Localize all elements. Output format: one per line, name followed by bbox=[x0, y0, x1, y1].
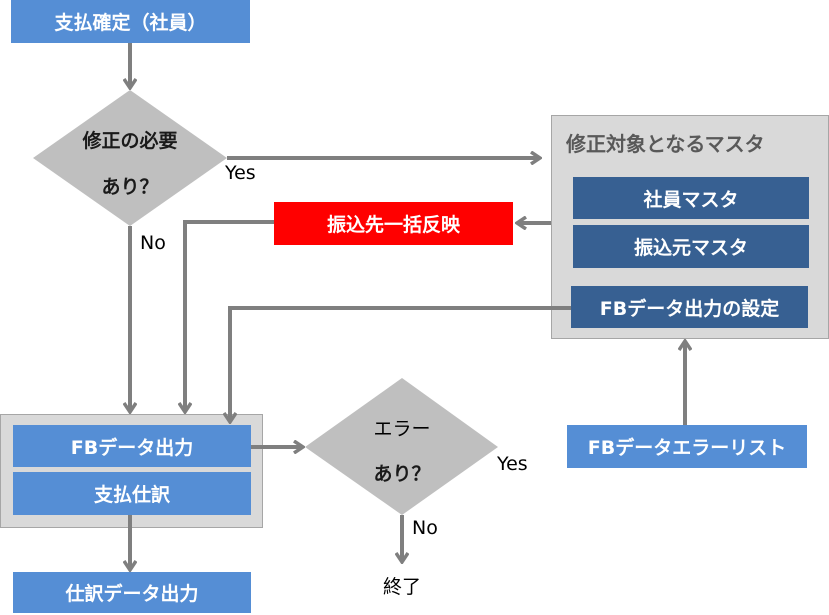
employee-master-box[interactable]: 社員マスタ bbox=[573, 177, 809, 219]
end-label: 終了 bbox=[383, 576, 422, 598]
decision2-line1: エラー bbox=[373, 418, 431, 440]
decision1-line1: 修正の必要 bbox=[82, 130, 178, 152]
decision1-yes-label: Yes bbox=[225, 162, 256, 184]
decision-diamond-1 bbox=[33, 90, 227, 226]
decision-diamond-2 bbox=[305, 378, 498, 515]
journal-data-output-box[interactable]: 仕訳データ出力 bbox=[13, 572, 251, 613]
decision1-line2: あり？ bbox=[101, 176, 159, 198]
arrow-fbsetting-to-output bbox=[230, 306, 571, 422]
fb-output-setting-box[interactable]: FBデータ出力の設定 bbox=[571, 286, 808, 328]
source-account-master-box[interactable]: 振込元マスタ bbox=[573, 225, 809, 268]
fb-error-list-box[interactable]: FBデータエラーリスト bbox=[567, 425, 807, 468]
bulk-reflect-box[interactable]: 振込先一括反映 bbox=[274, 202, 513, 245]
fb-data-output-box[interactable]: FBデータ出力 bbox=[13, 425, 251, 467]
decision2-line2: あり？ bbox=[373, 463, 431, 485]
payment-journal-box[interactable]: 支払仕訳 bbox=[13, 472, 251, 515]
master-group-title: 修正対象となるマスタ bbox=[566, 132, 765, 156]
payment-confirm-box[interactable]: 支払確定（社員） bbox=[11, 0, 250, 43]
decision1-no-label: No bbox=[140, 232, 166, 254]
decision2-no-label: No bbox=[412, 517, 438, 539]
decision2-yes-label: Yes bbox=[497, 453, 528, 475]
arrow-bulk-to-output bbox=[185, 220, 274, 412]
